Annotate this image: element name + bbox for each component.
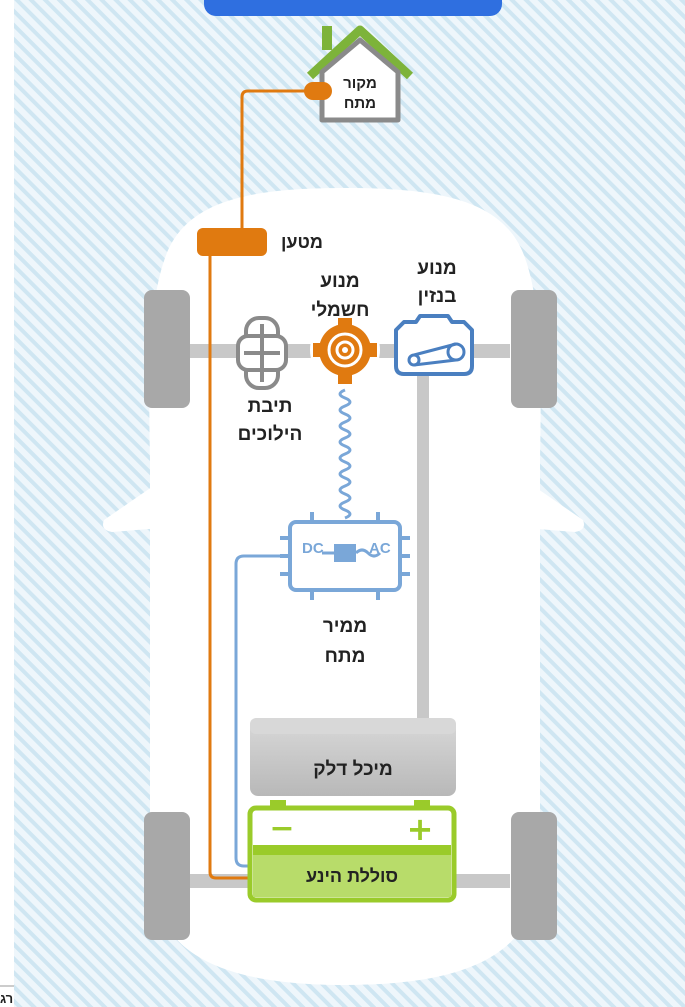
charge-cable — [240, 89, 312, 228]
top-tab — [204, 0, 502, 16]
inverter-to-battery-wire — [234, 554, 290, 868]
power-source-label-line1: מקור — [343, 75, 377, 92]
wheel-front-left — [144, 290, 190, 408]
wheel-front-right — [511, 290, 557, 408]
gasoline-engine-label-line2: בנזין — [418, 286, 457, 307]
power-source-label-line2: מתח — [344, 95, 376, 112]
inverter-icon: DC AC — [280, 512, 410, 600]
fuel-tank-label: מיכל דלק — [313, 759, 393, 780]
electric-motor-label-line2: חשמלי — [311, 300, 370, 321]
charger-to-battery-cable — [208, 255, 250, 880]
charge-plug — [304, 82, 332, 100]
wheel-rear-right — [511, 812, 557, 940]
inverter-dc-label: DC — [302, 540, 324, 557]
inverter-label-line2: מתח — [325, 646, 366, 667]
electric-motor-label-line1: מנוע — [320, 271, 359, 292]
drive-shaft — [417, 370, 429, 722]
gasoline-engine-icon — [394, 314, 474, 376]
battery-minus-sign: − — [269, 811, 294, 846]
gearbox-label-line1: תיבת — [248, 396, 293, 417]
battery: − + סוללת הינע — [247, 800, 457, 903]
electric-motor-icon — [310, 315, 380, 385]
corner-text-fragment: רג — [0, 991, 13, 1006]
house-power-source: מקור מתח — [306, 25, 414, 123]
gasoline-engine-label-line1: מנוע — [417, 258, 456, 279]
gearbox-icon — [236, 316, 288, 390]
fuel-tank: מיכל דלק — [250, 718, 456, 796]
gearbox-label-line2: הילוכים — [238, 424, 303, 445]
battery-plus-sign: + — [407, 810, 434, 848]
charger-label: מטען — [281, 232, 323, 252]
motor-to-inverter-spring — [338, 388, 352, 520]
inverter-label-line1: ממיר — [323, 616, 367, 637]
wheel-rear-left — [144, 812, 190, 940]
charger-box — [197, 228, 267, 256]
inverter-ac-label: AC — [369, 540, 391, 557]
battery-label: סוללת הינע — [306, 866, 398, 886]
